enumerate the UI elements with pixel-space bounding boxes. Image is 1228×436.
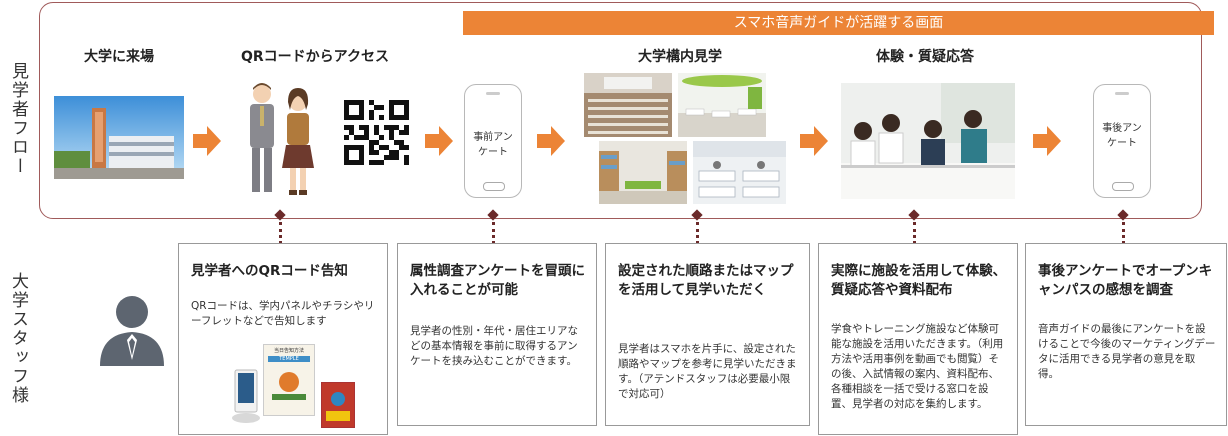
flow-arrow-1 xyxy=(193,126,221,156)
card-title: 見学者へのQRコード告知 xyxy=(191,263,348,279)
pre-survey-phone: 事前アン ケート xyxy=(464,84,522,198)
visitor-flow-frame xyxy=(39,2,1202,219)
notice-poster: 当日告知方法 TEMPLE xyxy=(263,344,315,416)
visitor-flow-label: 見学者フロー xyxy=(8,62,28,176)
step-label-campus-tour: 大学構内見学 xyxy=(638,49,722,65)
notice-materials-illustration: 当日告知方法 TEMPLE xyxy=(229,340,359,432)
step-label-arrive: 大学に来場 xyxy=(84,49,154,65)
post-survey-screen-text: 事後アン ケート xyxy=(1102,122,1142,149)
step-label-qr-access: QRコードからアクセス xyxy=(241,49,389,65)
card-route-map: 設定された順路またはマップを活用して見学いただく 見学者はスマホを片手に、設定さ… xyxy=(605,243,810,426)
phone-home-button xyxy=(1112,182,1134,191)
flow-arrow-2 xyxy=(425,126,453,156)
card-title: 事後アンケートでオープンキャンパスの感想を調査 xyxy=(1038,263,1213,298)
smartphone-guide-banner: スマホ音声ガイドが活躍する画面 xyxy=(463,11,1214,35)
card-title: 属性調査アンケートを冒頭に入れることが可能 xyxy=(410,263,585,298)
flow-arrow-4 xyxy=(800,126,828,156)
connector-4 xyxy=(913,222,916,244)
card-qr-notice: 見学者へのQRコード告知 QRコードは、学内パネルやチラシやリーフレットなどで告… xyxy=(178,243,388,435)
flow-arrow-5 xyxy=(1033,126,1061,156)
card-body: QRコードは、学内パネルやチラシやリーフレットなどで告知します xyxy=(191,300,375,327)
notice-leaflet xyxy=(321,382,355,428)
library-photo xyxy=(599,141,687,204)
phone-speaker xyxy=(1115,92,1129,95)
post-survey-phone: 事後アン ケート xyxy=(1093,84,1151,198)
poster-title: 当日告知方法 xyxy=(273,348,304,354)
staff-avatar-icon xyxy=(98,292,166,366)
qr-code xyxy=(344,100,409,165)
visitors-illustration xyxy=(236,80,326,202)
card-body: 音声ガイドの最後にアンケートを設けることで今後のマーケティングデータに活用できる… xyxy=(1038,323,1216,380)
card-title: 設定された順路またはマップを活用して見学いただく xyxy=(618,263,794,298)
step-label-experience-qa: 体験・質疑応答 xyxy=(876,49,974,65)
card-body: 見学者の性別・年代・居住エリアなどの基本情報を事前に取得するアンケートを挟み込む… xyxy=(410,325,578,367)
connector-1 xyxy=(279,222,282,244)
card-facility-experience: 実際に施設を活用して体験、質疑応答や資料配布 学食やトレーニング施設など体験可能… xyxy=(818,243,1018,435)
lab-photo xyxy=(693,141,786,204)
card-title: 実際に施設を活用して体験、質疑応答や資料配布 xyxy=(831,263,1007,298)
experience-photo xyxy=(841,83,1015,199)
card-body: 見学者はスマホを片手に、設定された順路やマップを参考に見学いただきます。（アテン… xyxy=(618,343,797,400)
staff-label: 大学スタッフ様 xyxy=(8,272,28,405)
card-attribute-survey: 属性調査アンケートを冒頭に入れることが可能 見学者の性別・年代・居住エリアなどの… xyxy=(397,243,597,426)
card-body: 学食やトレーニング施設など体験可能な施設を活用いただきます。（利用方法や活用事例… xyxy=(831,323,1004,410)
campus-photo xyxy=(54,96,184,179)
phone-home-button xyxy=(483,182,505,191)
pre-survey-screen-text: 事前アン ケート xyxy=(473,131,513,158)
lecture-hall-photo xyxy=(584,73,672,137)
poster-subtitle: TEMPLE xyxy=(268,356,310,362)
connector-2 xyxy=(492,222,495,244)
connector-5 xyxy=(1122,222,1125,244)
phone-speaker xyxy=(486,92,500,95)
flow-arrow-3 xyxy=(537,126,565,156)
connector-3 xyxy=(696,222,699,244)
card-post-survey: 事後アンケートでオープンキャンパスの感想を調査 音声ガイドの最後にアンケートを設… xyxy=(1025,243,1227,426)
cafeteria-photo xyxy=(678,73,766,137)
